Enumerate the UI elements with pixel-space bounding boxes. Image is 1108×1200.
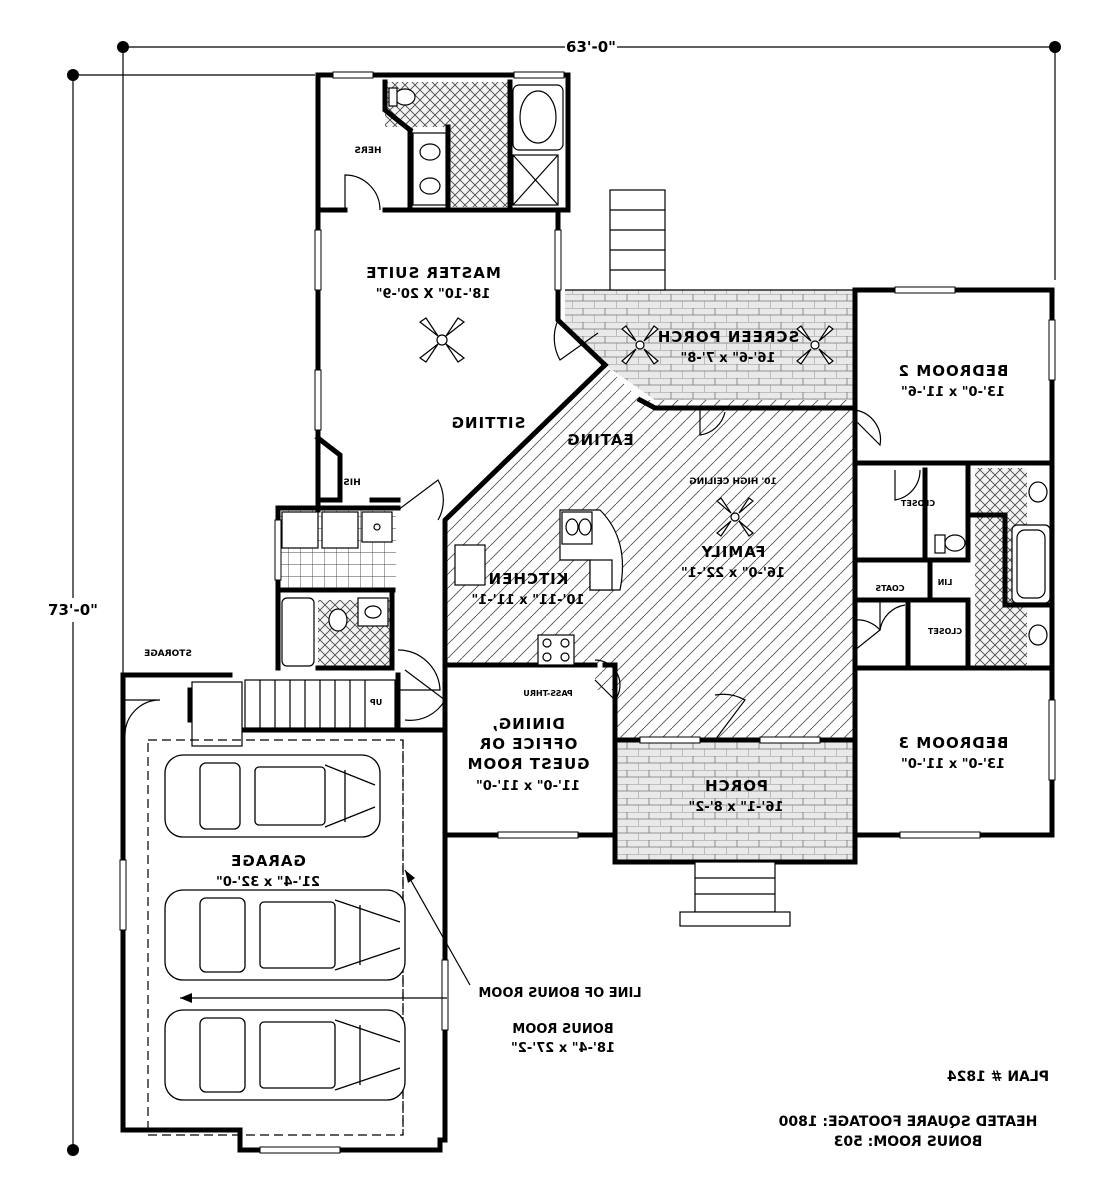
his-closet-label: HIS (343, 478, 360, 488)
coats-closet-label: COATS (875, 584, 904, 593)
bedroom-2-size: 13'-0" x 11'-6" (901, 385, 1005, 400)
bonus-room-size: 18'-4" x 27'-2" (511, 1041, 615, 1056)
windows (119, 71, 1056, 1154)
porch-size: 16'-1" x 8'-2" (689, 800, 784, 815)
car-icon (164, 754, 406, 1101)
storage-label: STORAGE (144, 649, 192, 659)
overall-depth-dimension: 73'-0" (48, 601, 98, 619)
linen-closet-label: LIN (938, 578, 953, 587)
dining-label: DINING, (491, 715, 565, 733)
hers-closet-label: HERS (354, 146, 381, 156)
bonus-room-label: BONUS ROOM (512, 1022, 613, 1037)
bedroom-3-size: 13'-0" x 11'-0" (901, 757, 1005, 772)
dining-size: 11'-0" x 11'-0" (476, 779, 580, 794)
eating-label: EATING (566, 431, 633, 449)
bedroom-2-label: BEDROOM 2 (898, 362, 1009, 380)
garage-label: GARAGE (230, 852, 306, 870)
overall-width-dimension: 63'-0" (566, 38, 616, 56)
closet-label: CLOSET (927, 627, 962, 636)
porch-label: PORCH (704, 777, 768, 795)
kitchen-size: 10'-11" x 11'-1" (471, 593, 584, 608)
dimension-lines (55, 38, 1061, 1156)
dining-label-line2: OFFICE OR (479, 735, 578, 753)
kitchen-label: KITCHEN (488, 570, 569, 588)
screen-porch-label: SCREEN PORCH (657, 328, 800, 346)
screen-porch-size: 16'-6" x 7'-8" (681, 351, 776, 366)
family-label: FAMILY (701, 543, 766, 561)
dining-label-line3: GUEST ROOM (467, 755, 590, 773)
pass-thru-label: PASS-THRU (523, 689, 572, 698)
bedroom-3-label: BEDROOM 3 (898, 734, 1009, 752)
stairs-up-label: UP (370, 698, 382, 707)
ceiling-fan-icon (418, 317, 834, 537)
heated-square-footage: HEATED SQUARE FOOTAGE: 1800 (778, 1114, 1037, 1130)
bonus-room-line-label: LINE OF BONUS ROOM (478, 986, 641, 1001)
bonus-room-footage: BONUS ROOM: 503 (834, 1134, 983, 1150)
closet-label: CLOSET (900, 499, 935, 508)
doors (124, 174, 921, 741)
garage-size: 21'-4" x 32'-0" (216, 875, 320, 890)
sitting-label: SITTING (451, 414, 526, 432)
master-suite-size: 18'-10" X 20'-9" (376, 287, 491, 302)
family-size: 16'-0" x 22'-1" (681, 566, 785, 581)
steps (191, 189, 791, 927)
room-labels: MASTER SUITE 18'-10" X 20'-9" HERS HIS S… (144, 146, 1049, 1150)
fixtures (281, 84, 1051, 667)
ceiling-note: 10' HIGH CEILING (689, 477, 776, 487)
plan-number: PLAN # 1824 (947, 1069, 1049, 1085)
master-suite-label: MASTER SUITE (365, 264, 501, 282)
